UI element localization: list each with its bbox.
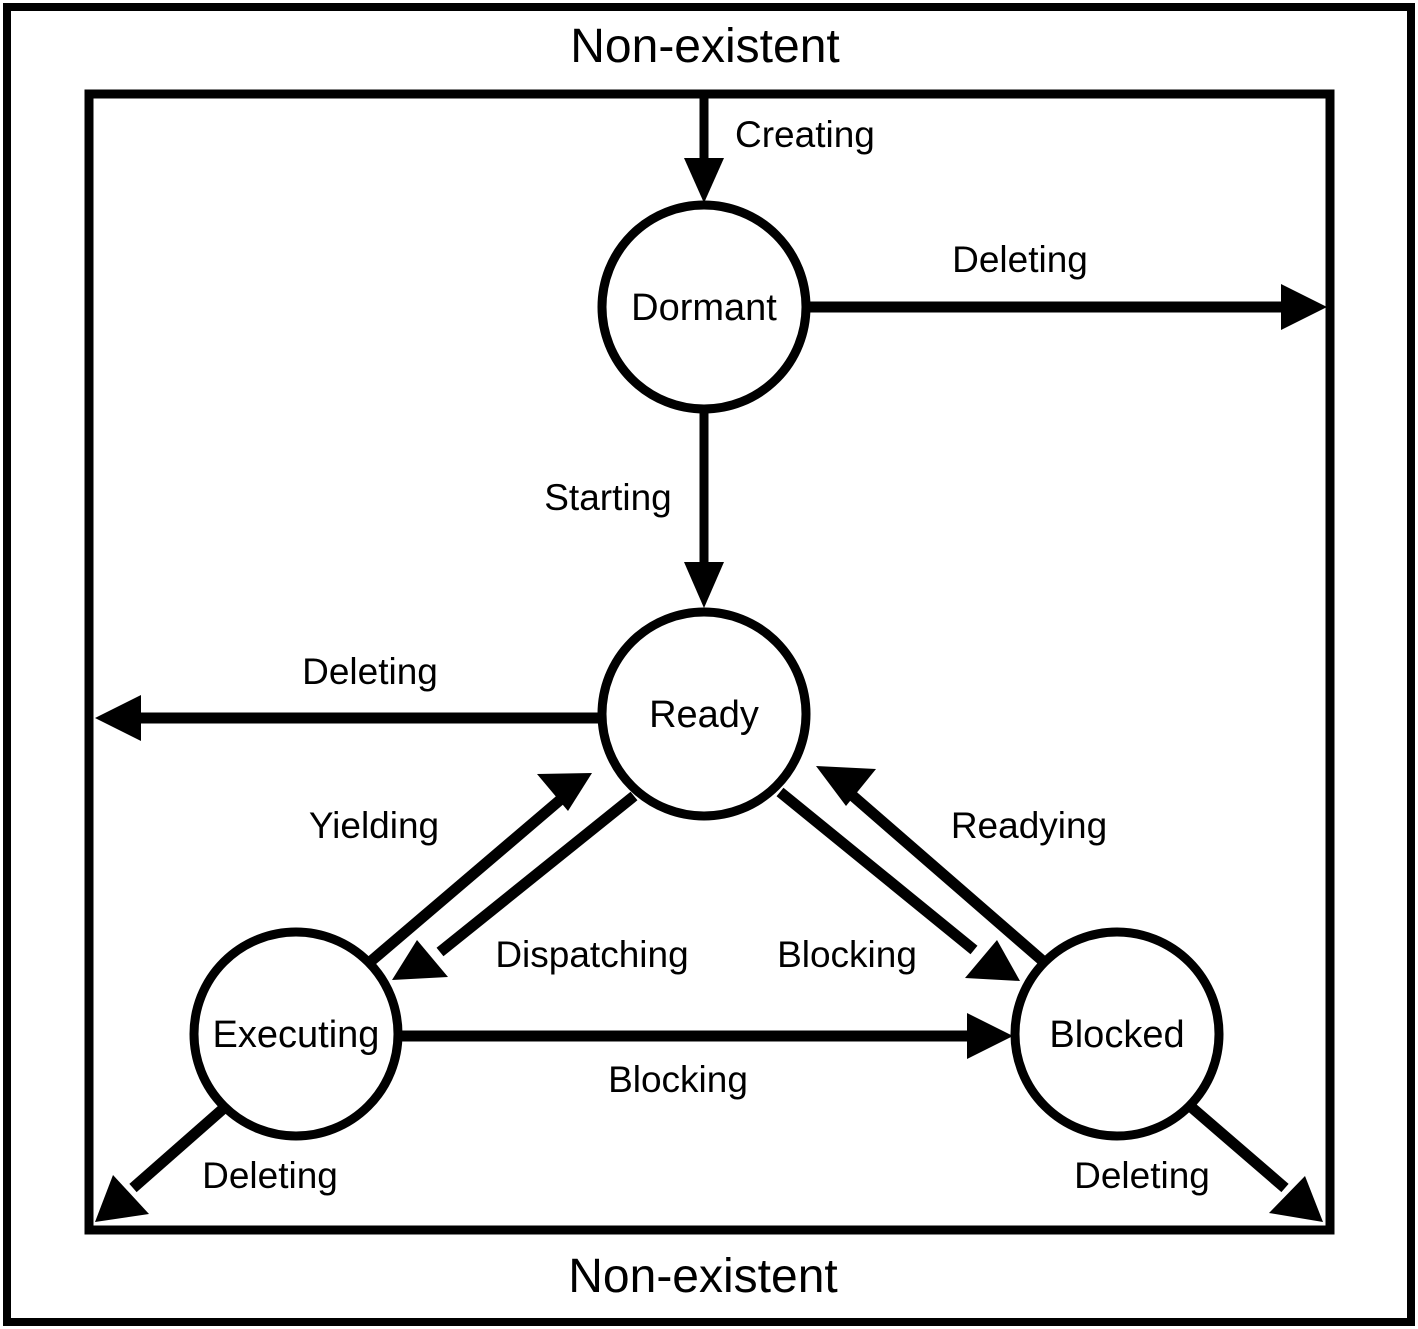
- state-node-executing[interactable]: Executing: [189, 927, 403, 1141]
- blocked-circle: [1010, 927, 1224, 1141]
- executing-blocking-arrow-head: [967, 1013, 1013, 1059]
- transition-ready-deleting: Deleting: [95, 651, 601, 741]
- starting-arrow-head: [684, 562, 724, 608]
- dispatching-label: Dispatching: [495, 934, 688, 975]
- transition-executing-deleting: Deleting: [95, 1103, 338, 1222]
- executing-label: Executing: [213, 1014, 380, 1056]
- readying-arrow-head: [816, 766, 876, 806]
- starting-label: Starting: [544, 477, 672, 518]
- blocked-deleting-arrow-line: [1186, 1101, 1289, 1193]
- ready-blocking-arrow-line: [776, 787, 978, 955]
- transition-blocked-deleting: Deleting: [1074, 1101, 1323, 1222]
- yielding-label: Yielding: [309, 805, 439, 846]
- dispatching-arrow-head: [392, 940, 448, 980]
- executing-deleting-arrow-head: [95, 1175, 149, 1222]
- dispatching-arrow-line: [436, 791, 638, 957]
- blocked-deleting-label: Deleting: [1074, 1155, 1210, 1196]
- dormant-deleting-label: Deleting: [952, 239, 1088, 280]
- executing-blocking-label: Blocking: [608, 1059, 748, 1100]
- zone-title-bottom: Non-existent: [568, 1250, 837, 1303]
- ready-deleting-arrow-head: [95, 695, 141, 741]
- readying-label: Readying: [951, 805, 1107, 846]
- dormant-circle: [597, 200, 811, 414]
- transition-readying: Readying: [816, 766, 1107, 967]
- yielding-arrow-line: [366, 795, 564, 967]
- blocked-deleting-arrow-head: [1269, 1176, 1323, 1222]
- transition-dispatching: Dispatching: [392, 791, 689, 980]
- transition-yielding: Yielding: [309, 773, 592, 967]
- executing-deleting-arrow-line: [129, 1103, 228, 1193]
- transition-ready-blocking: Blocking: [776, 787, 1020, 981]
- ready-blocking-label: Blocking: [777, 934, 917, 975]
- executing-circle: [189, 927, 403, 1141]
- ready-circle: [597, 607, 811, 821]
- transition-starting: Starting: [544, 410, 724, 608]
- state-node-blocked[interactable]: Blocked: [1010, 927, 1224, 1141]
- transition-creating: Creating: [684, 96, 875, 203]
- transition-executing-blocking: Blocking: [400, 1013, 1013, 1100]
- executing-deleting-label: Deleting: [202, 1155, 338, 1196]
- dormant-deleting-arrow-head: [1281, 284, 1327, 330]
- blocked-label: Blocked: [1049, 1014, 1184, 1056]
- ready-blocking-arrow-head: [965, 940, 1020, 981]
- inner-frame-existing-region: [84, 89, 1335, 1235]
- yielding-arrow-head: [537, 773, 592, 811]
- dormant-label: Dormant: [631, 287, 777, 329]
- ready-label: Ready: [649, 694, 759, 736]
- state-node-dormant[interactable]: Dormant: [597, 200, 811, 414]
- transition-dormant-deleting: Deleting: [808, 239, 1327, 330]
- creating-label: Creating: [735, 114, 875, 155]
- ready-deleting-label: Deleting: [302, 651, 438, 692]
- creating-arrow-head: [684, 158, 724, 203]
- zone-title-top: Non-existent: [570, 20, 839, 73]
- state-node-ready[interactable]: Ready: [597, 607, 811, 821]
- outer-frame: [3, 3, 1415, 1326]
- readying-arrow-line: [849, 791, 1048, 967]
